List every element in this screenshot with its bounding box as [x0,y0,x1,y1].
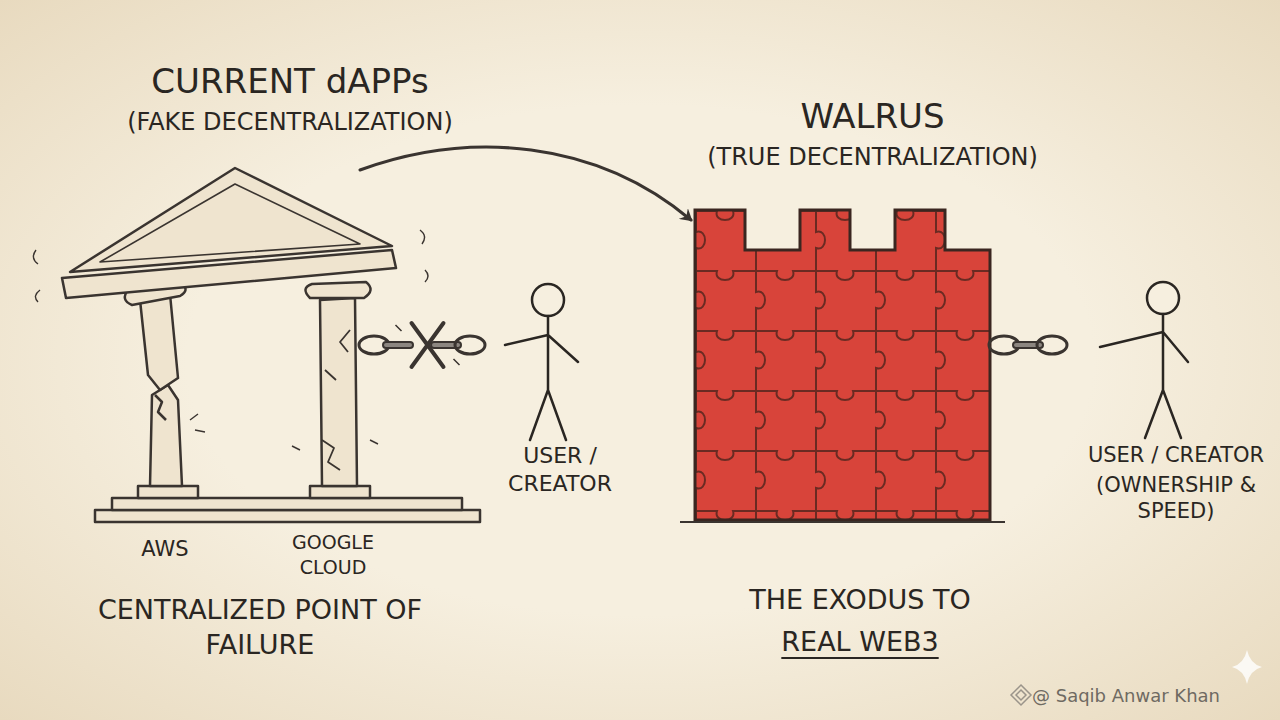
node-heading: USER / CREATOR [1078,442,1274,468]
figure-node: CURRENT dAPPs(FAKE DECENTRALIZATION) [40,160,360,530]
node-subtext: (TRUE DECENTRALIZATION) [645,142,1100,172]
chain-connector [359,323,485,367]
figure-node: USER / CREATOR (OWNERSHIP & SPEED) [1078,280,1274,524]
puzzle-tower [695,210,990,520]
heading-block: CURRENT dAPPs (FAKE DECENTRALIZATION) [90,60,490,137]
sparkle [1232,650,1262,684]
watermark-logo [1011,685,1031,705]
node-subtext: (FAKE DECENTRALIZATION) [90,107,490,137]
watermark: @ Saqib Anwar Khan [1032,684,1270,707]
node-subtext: (OWNERSHIP & SPEED) [1078,472,1274,524]
temple-drawing [33,168,480,522]
heading-block: WALRUS (TRUE DECENTRALIZATION) [645,95,1100,172]
stick-figure [1100,282,1188,438]
stick-figure [505,284,578,440]
text-label: THE EXODUS TO [690,582,1030,617]
text-label: REAL WEB3 [690,624,1030,659]
node-heading: WALRUS [645,95,1100,138]
figure-node: WALRUS(TRUE DECENTRALIZATION) [695,210,990,520]
text-label: GOOGLE CLOUD [278,530,388,580]
text-label: CENTRALIZED POINT OF FAILURE [80,592,440,662]
node-heading: CURRENT dAPPs [90,60,490,103]
flow-arrow [360,147,691,220]
text-label: AWS [120,536,210,563]
chain-connector [989,336,1067,354]
figure-node: USER / CREATOR [495,280,625,498]
node-heading: USER / CREATOR [495,442,625,498]
